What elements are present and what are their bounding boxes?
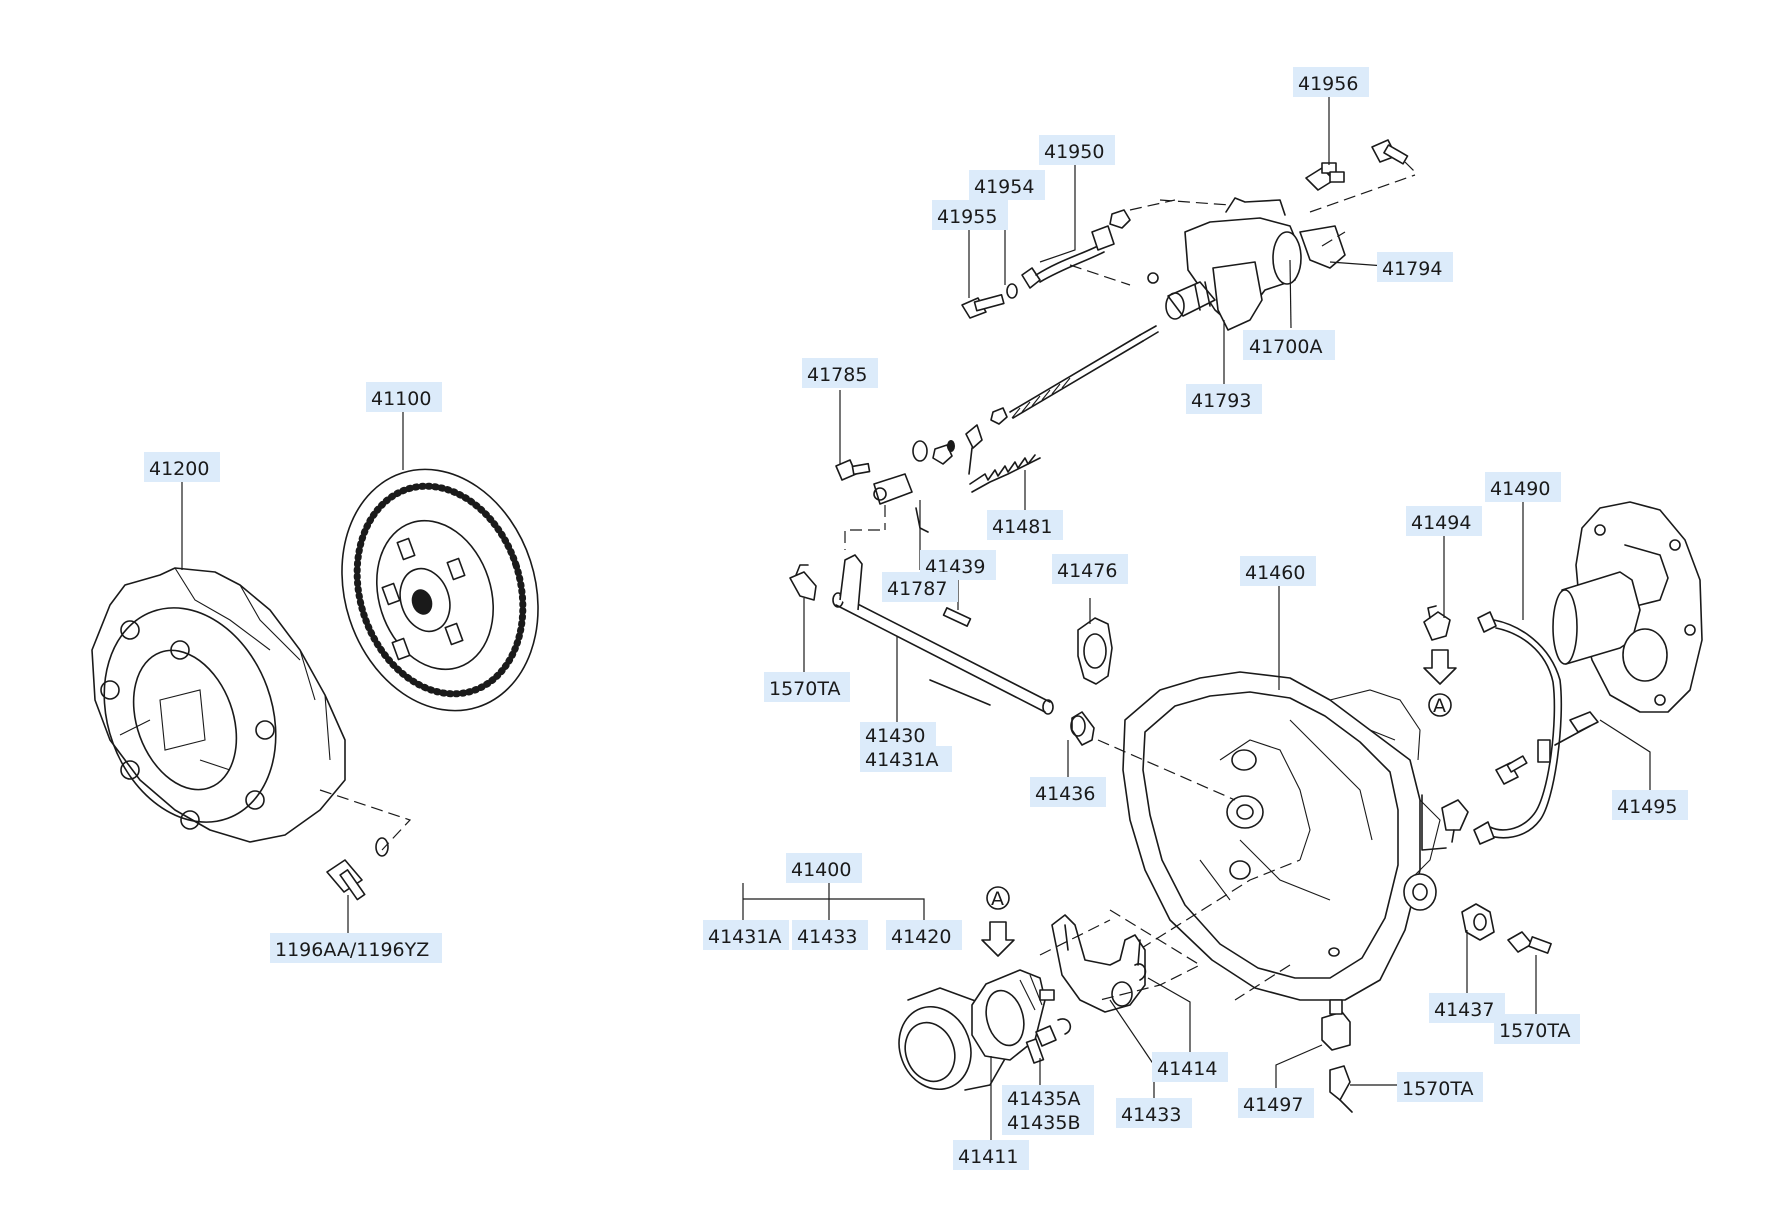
label-41794: 41794 bbox=[1377, 252, 1453, 282]
label-41435B: 41435B bbox=[1002, 1109, 1094, 1135]
label-41955: 41955 bbox=[932, 200, 1008, 230]
svg-text:41431A: 41431A bbox=[865, 749, 938, 771]
svg-text:41495: 41495 bbox=[1617, 796, 1677, 818]
label-41476: 41476 bbox=[1052, 554, 1128, 584]
svg-text:41414: 41414 bbox=[1157, 1058, 1217, 1080]
label-41490: 41490 bbox=[1485, 472, 1561, 502]
svg-text:41785: 41785 bbox=[807, 364, 867, 386]
label-41430: 41430 bbox=[860, 722, 936, 747]
label-41431A-shaft: 41431A bbox=[860, 746, 952, 772]
clutch-disc bbox=[341, 468, 539, 712]
svg-text:41411: 41411 bbox=[958, 1146, 1018, 1168]
label-1570TA-right: 1570TA bbox=[1494, 1014, 1580, 1044]
svg-text:41481: 41481 bbox=[992, 516, 1052, 538]
view-a-indicator-top: A bbox=[1423, 649, 1457, 717]
label-1570TA-lower: 1570TA bbox=[1397, 1072, 1483, 1102]
label-41950: 41950 bbox=[1039, 135, 1115, 165]
label-41793: 41793 bbox=[1186, 384, 1262, 414]
label-41414: 41414 bbox=[1152, 1052, 1228, 1082]
svg-text:41420: 41420 bbox=[891, 926, 951, 948]
view-a-label: A bbox=[991, 888, 1004, 910]
clutch-cover-assembly bbox=[91, 567, 346, 843]
view-a-indicator-bottom: A bbox=[981, 886, 1015, 957]
clutch-housing bbox=[1097, 671, 1441, 1001]
svg-text:41460: 41460 bbox=[1245, 562, 1305, 584]
svg-text:41787: 41787 bbox=[887, 578, 947, 600]
label-41431A-kit: 41431A bbox=[703, 920, 789, 950]
svg-text:41100: 41100 bbox=[371, 388, 431, 410]
label-41700A: 41700A bbox=[1243, 330, 1335, 360]
svg-text:41793: 41793 bbox=[1191, 390, 1251, 412]
svg-text:41433: 41433 bbox=[797, 926, 857, 948]
label-41200: 41200 bbox=[144, 452, 220, 482]
svg-text:41955: 41955 bbox=[937, 206, 997, 228]
svg-text:41950: 41950 bbox=[1044, 141, 1104, 163]
svg-text:41400: 41400 bbox=[791, 859, 851, 881]
label-41494: 41494 bbox=[1406, 506, 1482, 536]
svg-text:41435A: 41435A bbox=[1007, 1088, 1080, 1110]
clutch-cover-bolt bbox=[319, 789, 412, 901]
release-fork bbox=[1039, 909, 1202, 1013]
svg-text:41437: 41437 bbox=[1434, 999, 1494, 1021]
svg-text:41794: 41794 bbox=[1382, 258, 1442, 280]
svg-text:41494: 41494 bbox=[1411, 512, 1471, 534]
release-cylinder-assembly bbox=[835, 139, 1416, 550]
svg-text:1570TA: 1570TA bbox=[1402, 1078, 1473, 1100]
svg-text:41497: 41497 bbox=[1243, 1094, 1303, 1116]
svg-text:41476: 41476 bbox=[1057, 560, 1117, 582]
transmission-rear-cover bbox=[1552, 501, 1703, 713]
label-41433-kit: 41433 bbox=[792, 920, 868, 950]
label-1196AA-1196YZ: 1196AA/1196YZ bbox=[270, 933, 442, 963]
label-41437: 41437 bbox=[1429, 993, 1505, 1023]
small-parts-lower-right bbox=[1321, 903, 1552, 1113]
svg-text:41490: 41490 bbox=[1490, 478, 1550, 500]
svg-text:41200: 41200 bbox=[149, 458, 209, 480]
label-41495: 41495 bbox=[1612, 790, 1688, 820]
release-fork-shaft bbox=[789, 554, 1113, 746]
label-41435A: 41435A bbox=[1002, 1085, 1094, 1110]
svg-text:41431A: 41431A bbox=[708, 926, 781, 948]
label-41460: 41460 bbox=[1240, 556, 1316, 586]
label-41100: 41100 bbox=[366, 382, 442, 412]
label-41785: 41785 bbox=[802, 358, 878, 388]
release-bearing bbox=[898, 969, 1072, 1091]
label-41411: 41411 bbox=[953, 1140, 1029, 1170]
label-41481: 41481 bbox=[987, 510, 1063, 540]
part-number-labels: 41956 41950 41954 41955 41794 41700A 417… bbox=[144, 67, 1688, 1170]
svg-text:41700A: 41700A bbox=[1249, 336, 1322, 358]
label-41954: 41954 bbox=[969, 170, 1045, 200]
label-41420: 41420 bbox=[886, 920, 962, 950]
label-41433-fork: 41433 bbox=[1116, 1098, 1192, 1128]
svg-text:41436: 41436 bbox=[1035, 783, 1095, 805]
clutch-hose-assembly bbox=[1421, 605, 1599, 851]
svg-text:1570TA: 1570TA bbox=[769, 678, 840, 700]
label-41956: 41956 bbox=[1293, 67, 1369, 97]
svg-text:41433: 41433 bbox=[1121, 1104, 1181, 1126]
label-41436: 41436 bbox=[1030, 777, 1106, 807]
label-1570TA-upper: 1570TA bbox=[764, 672, 850, 702]
svg-text:41954: 41954 bbox=[974, 176, 1034, 198]
view-a-label: A bbox=[1433, 695, 1446, 717]
svg-text:41435B: 41435B bbox=[1007, 1112, 1080, 1134]
label-41787: 41787 bbox=[882, 572, 958, 602]
label-41497: 41497 bbox=[1238, 1088, 1314, 1118]
svg-text:41956: 41956 bbox=[1298, 73, 1358, 95]
svg-text:1196AA/1196YZ: 1196AA/1196YZ bbox=[275, 939, 429, 961]
svg-text:41430: 41430 bbox=[865, 725, 925, 747]
svg-text:1570TA: 1570TA bbox=[1499, 1020, 1570, 1042]
label-41400: 41400 bbox=[786, 853, 862, 883]
